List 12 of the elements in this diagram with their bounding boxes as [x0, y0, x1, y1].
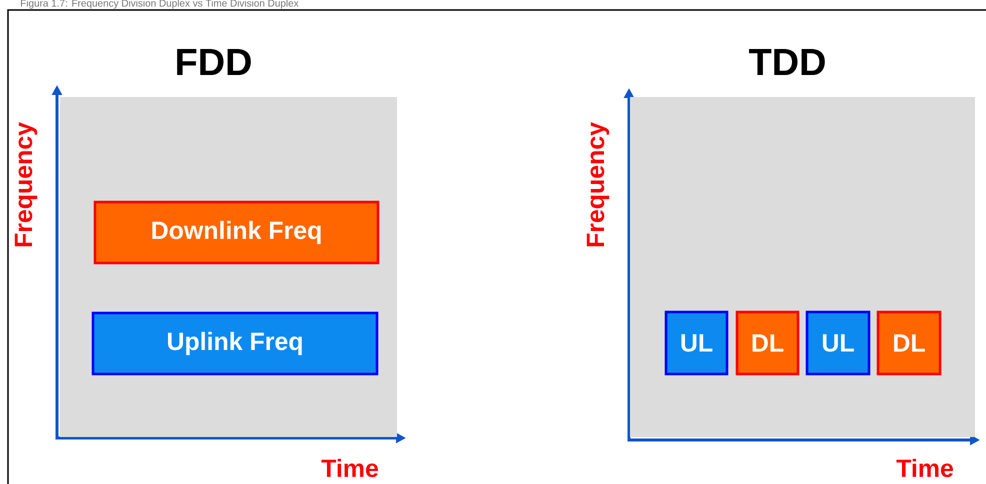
axis-label: Frequency — [14, 122, 38, 246]
axis-label: Time — [896, 458, 953, 478]
uplink-box: UL — [664, 310, 728, 376]
downlink-box: Downlink Freq — [94, 200, 380, 264]
downlink-box: DL — [876, 310, 942, 376]
uplink-box: UL — [806, 310, 870, 376]
axis-label: Frequency — [586, 122, 610, 246]
uplink-box: Uplink Freq — [92, 312, 378, 376]
downlink-box: DL — [736, 310, 800, 376]
node-label: FDD — [177, 48, 251, 76]
axis-label: Time — [321, 458, 378, 478]
node-label: TDD — [749, 48, 825, 76]
